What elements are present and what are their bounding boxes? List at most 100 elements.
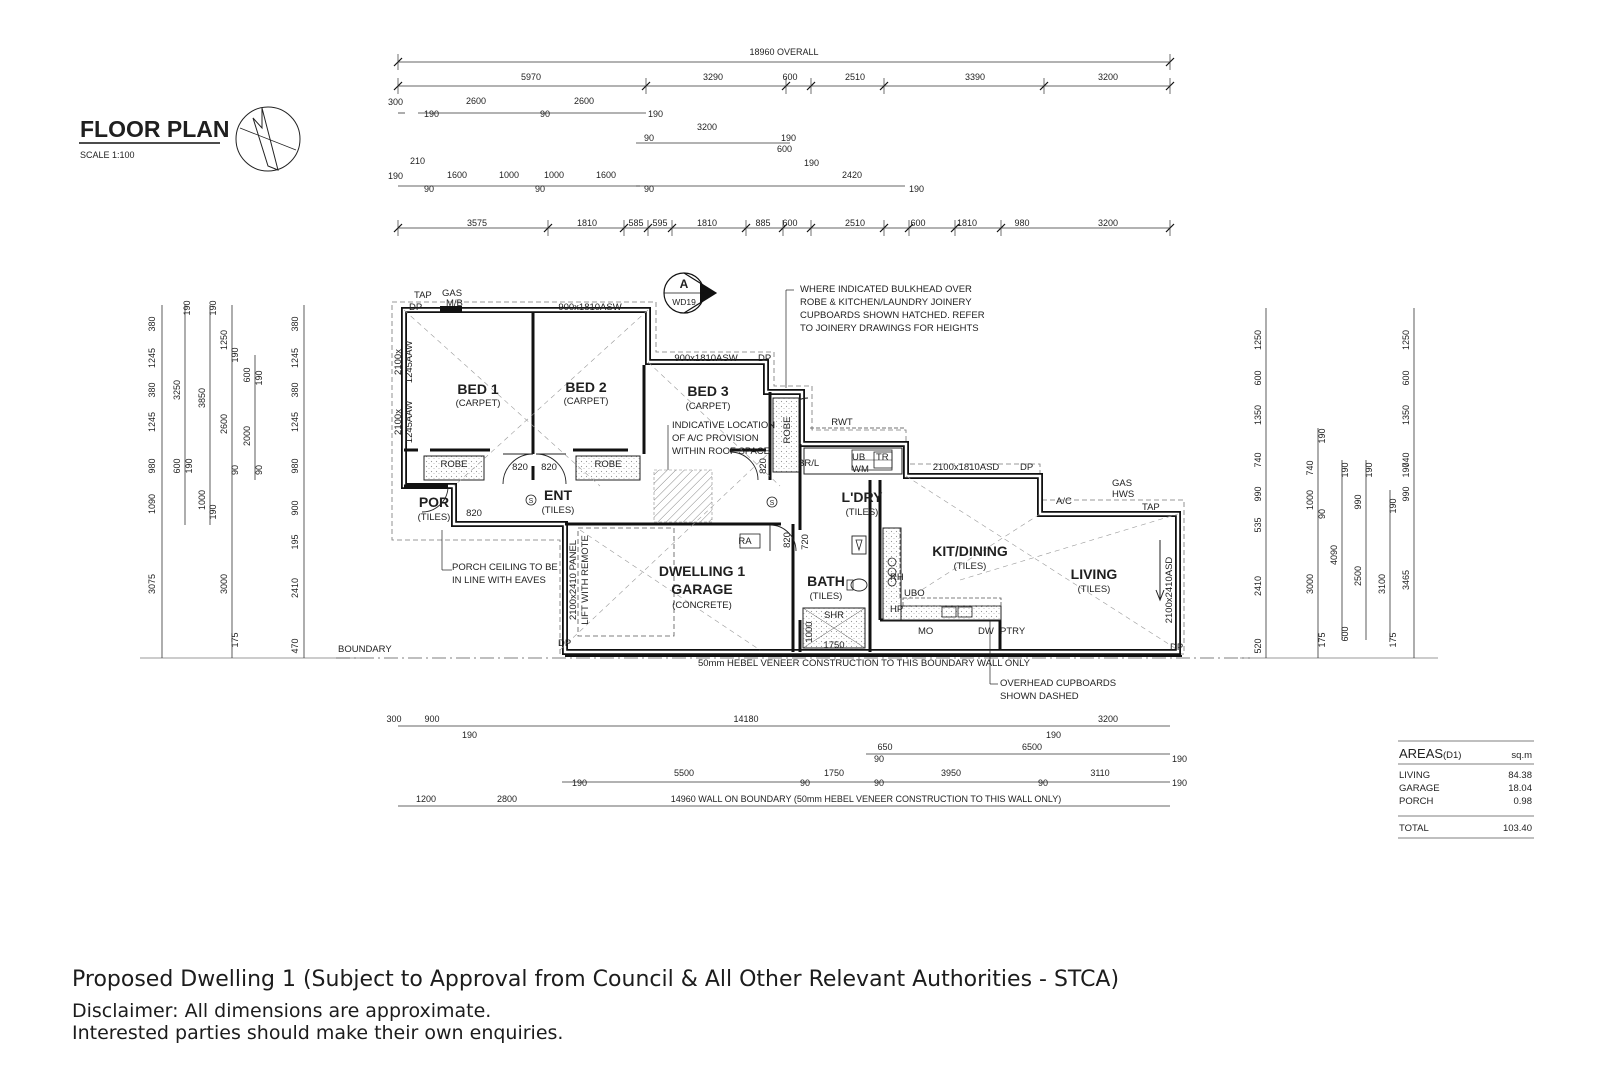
dim-label: 195 bbox=[290, 534, 300, 549]
dim-label: 90 bbox=[644, 184, 654, 194]
dim-label: 2410 bbox=[290, 578, 300, 598]
note-line: OF A/C PROVISION bbox=[672, 433, 759, 444]
area-row-value: 0.98 bbox=[1514, 796, 1533, 807]
room-name: BED 1 bbox=[457, 381, 498, 397]
fixture-labels: TAP DP GAS M/B 900x1810ASW 900x1810ASW D… bbox=[393, 288, 1183, 669]
ub-label: UB bbox=[852, 452, 865, 463]
room-name: ENT bbox=[544, 487, 572, 503]
dim-label: 190 bbox=[781, 133, 796, 143]
dim-label: 300 bbox=[388, 97, 403, 107]
room-name: BED 2 bbox=[565, 379, 606, 395]
dim-label: 3100 bbox=[1377, 574, 1387, 594]
plan-scale: SCALE 1:100 bbox=[80, 150, 135, 160]
section-sheet: WD19 bbox=[672, 297, 696, 307]
dim-label: 600 bbox=[910, 218, 925, 228]
room-name-line2: GARAGE bbox=[671, 581, 732, 597]
window-label: 900x1810ASW bbox=[674, 353, 737, 364]
dim-label: 1350 bbox=[1401, 405, 1411, 425]
dim-label: 2600 bbox=[219, 414, 229, 434]
dim-label: 1750 bbox=[824, 768, 844, 778]
dim-label: 3850 bbox=[197, 388, 207, 408]
areas-title-suffix: (D1) bbox=[1443, 750, 1461, 761]
dim-label: 600 bbox=[242, 367, 252, 382]
dim-label: 190 bbox=[388, 171, 403, 181]
dim-label: 5500 bbox=[674, 768, 694, 778]
note-line: CUPBOARDS SHOWN HATCHED. REFER bbox=[800, 310, 985, 321]
left-dim-col6: 380 1245 380 1245 980 900 195 2410 470 bbox=[290, 316, 300, 653]
dim-label: 1810 bbox=[577, 218, 597, 228]
room-finish: (TILES) bbox=[846, 507, 879, 518]
right-dim-col6: 175 3465 190 bbox=[1388, 462, 1411, 647]
dim-label: 380 bbox=[147, 316, 157, 331]
door-width: 820 bbox=[512, 462, 528, 473]
dim-label: 175 bbox=[1317, 632, 1327, 647]
dim-label: 3110 bbox=[1090, 768, 1109, 778]
dim-label: 90 bbox=[1317, 509, 1327, 519]
dim-label: 595 bbox=[652, 218, 667, 228]
dp-label: DP bbox=[1170, 642, 1183, 653]
dim-label: 190 bbox=[648, 109, 663, 119]
door-width: 820 bbox=[541, 462, 557, 473]
areas-title: AREAS bbox=[1399, 746, 1443, 761]
gas-mb-line2: M/B bbox=[446, 298, 463, 309]
dim-label: 190 bbox=[208, 504, 218, 519]
dim-label: 190 bbox=[184, 458, 194, 473]
dim-label: 2600 bbox=[574, 96, 594, 106]
note-line: WITHIN ROOF SPACE bbox=[672, 446, 770, 457]
tap-label: TAP bbox=[1142, 502, 1160, 513]
top-dim-row2: 5970 3290 600 2510 3390 3200 bbox=[521, 72, 1118, 82]
tap-label: TAP bbox=[414, 290, 432, 301]
dim-label: 380 bbox=[147, 382, 157, 397]
dim-label: 1810 bbox=[957, 218, 977, 228]
gas-mb-line1: GAS bbox=[442, 288, 462, 299]
note-line: IN LINE WITH EAVES bbox=[452, 575, 546, 586]
bath-dim: 1000 bbox=[804, 621, 815, 642]
left-dim-col1: 380 1245 380 1245 980 1090 3075 bbox=[147, 316, 157, 594]
dim-label: 90 bbox=[230, 465, 240, 475]
dim-label: 380 bbox=[290, 316, 300, 331]
plan-title: FLOOR PLAN bbox=[80, 116, 230, 142]
dim-label: 5970 bbox=[521, 72, 541, 82]
note-overhead: OVERHEAD CUPBOARDS SHOWN DASHED bbox=[989, 620, 1116, 702]
note-line: TO JOINERY DRAWINGS FOR HEIGHTS bbox=[800, 323, 979, 334]
bottom-dim-row2: 650 6500 190 90 bbox=[874, 742, 1187, 764]
window-label-side: 2100x bbox=[393, 409, 404, 435]
window-label-side: 2100x bbox=[393, 349, 404, 375]
note-porch-ceiling: PORCH CEILING TO BE IN LINE WITH EAVES bbox=[441, 530, 558, 586]
door-width: 820 bbox=[782, 532, 793, 548]
smoke-alarm-icon bbox=[766, 496, 778, 508]
left-dimension-lines bbox=[140, 305, 360, 659]
dim-label: 600 bbox=[172, 458, 182, 473]
dim-label: 585 bbox=[628, 218, 643, 228]
dp-label: DP bbox=[1020, 462, 1033, 473]
dp-label: DP bbox=[758, 353, 771, 364]
dim-label: 3290 bbox=[703, 72, 723, 82]
note-ac-provision: INDICATIVE LOCATION OF A/C PROVISION WIT… bbox=[667, 420, 775, 470]
room-finish: (TILES) bbox=[1078, 584, 1111, 595]
dim-label: 520 bbox=[1253, 638, 1263, 653]
dim-label: 990 bbox=[1401, 486, 1411, 501]
room-finish: (TILES) bbox=[542, 505, 575, 516]
door-width: 720 bbox=[800, 534, 811, 550]
dim-label: 2510 bbox=[845, 72, 865, 82]
dim-label: 3200 bbox=[1098, 714, 1118, 724]
dim-label: 190 bbox=[572, 778, 587, 788]
dim-label: 190 bbox=[208, 300, 218, 315]
note-line: PORCH CEILING TO BE bbox=[452, 562, 558, 573]
bath-dim: 1750 bbox=[823, 640, 844, 651]
dim-label: 190 bbox=[1401, 462, 1411, 477]
left-dim-col5: 600 190 2000 90 bbox=[242, 367, 264, 475]
dim-label: 1810 bbox=[697, 218, 717, 228]
area-row-label: PORCH bbox=[1399, 796, 1433, 807]
dim-label: 190 bbox=[909, 184, 924, 194]
dim-label: 1250 bbox=[219, 330, 229, 350]
dim-label: 600 bbox=[782, 72, 797, 82]
dim-label: 900 bbox=[424, 714, 439, 724]
area-row-value: 18.04 bbox=[1508, 783, 1532, 794]
dim-label: 470 bbox=[290, 638, 300, 653]
dim-label: 190 bbox=[462, 730, 477, 740]
right-dimension-lines bbox=[1240, 308, 1438, 659]
dim-overall: 18960 OVERALL bbox=[749, 47, 818, 57]
dim-label: 14960 WALL ON BOUNDARY (50mm HEBEL VENEE… bbox=[671, 794, 1061, 804]
dim-label: 90 bbox=[1038, 778, 1048, 788]
